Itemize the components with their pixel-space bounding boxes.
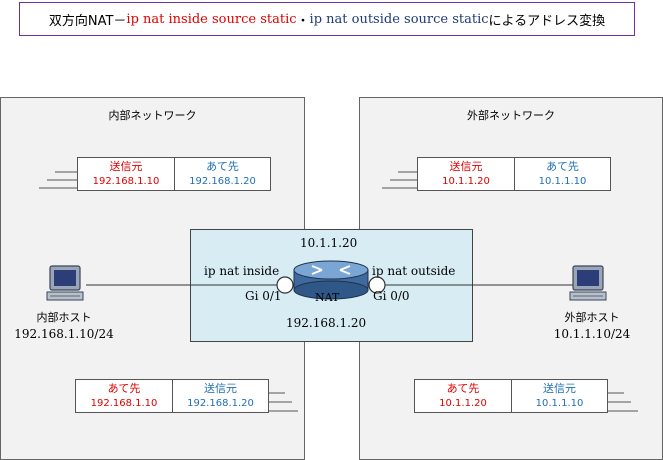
packet-dest-header: あて先 — [546, 160, 579, 173]
packet-source-value: 192.168.1.10 — [92, 176, 160, 187]
inside-host-pc-icon — [46, 265, 84, 301]
outside-return-packet: あて先 10.1.1.20 送信元 10.1.1.10 — [414, 379, 608, 413]
packet-dest-value: 10.1.1.20 — [439, 398, 487, 409]
inside-network-label: 内部ネットワーク — [108, 109, 197, 122]
inside-host-ip: 192.168.1.10/24 — [14, 327, 114, 341]
inside-interface-label: Gi 0/1 — [245, 289, 282, 303]
outside-host-name: 外部ホスト — [564, 311, 620, 324]
inside-nat-command: ip nat inside — [204, 264, 280, 278]
title-cmd-outside: ip nat outside source static — [309, 11, 489, 27]
title-separator: ・ — [296, 13, 310, 29]
title-cmd-inside: ip nat inside source static — [126, 11, 297, 27]
outside-outgoing-packet: 送信元 10.1.1.20 あて先 10.1.1.10 — [417, 157, 611, 191]
diagram-title: 双方向NAT－ ip nat inside source static ・ ip… — [19, 2, 635, 36]
packet-source-header: 送信元 — [543, 382, 576, 395]
packet-dest-value: 192.168.1.10 — [90, 398, 158, 409]
packet-dest-header: あて先 — [446, 382, 480, 395]
packet-source-header: 送信元 — [109, 160, 143, 173]
interface-gi00-icon — [368, 276, 386, 294]
packet-source-header: 送信元 — [204, 382, 237, 395]
packet-source-value: 192.168.1.20 — [187, 398, 254, 409]
packet-dest-value: 10.1.1.10 — [538, 176, 587, 187]
router-top-ip: 10.1.1.20 — [300, 236, 358, 250]
packet-dest-header: あて先 — [107, 382, 141, 395]
outside-interface-label: Gi 0/0 — [373, 289, 410, 303]
router-bottom-ip: 192.168.1.20 — [286, 316, 367, 330]
outside-network-label: 外部ネットワーク — [467, 109, 555, 122]
packet-source-value: 10.1.1.10 — [535, 398, 584, 409]
outside-host-label: 外部ホスト 10.1.1.10/24 — [532, 310, 652, 342]
interface-gi01-icon — [276, 276, 294, 294]
inside-outgoing-packet: 送信元 192.168.1.10 あて先 192.168.1.20 — [77, 157, 271, 191]
packet-dest-header: あて先 — [206, 160, 239, 173]
packet-source-value: 10.1.1.20 — [442, 176, 490, 187]
outside-host-ip: 10.1.1.10/24 — [553, 327, 631, 341]
packet-dest-value: 192.168.1.20 — [189, 176, 256, 187]
inside-host-label: 内部ホスト 192.168.1.10/24 — [4, 310, 124, 342]
router-label: NAT — [315, 291, 340, 304]
inside-return-packet: あて先 192.168.1.10 送信元 192.168.1.20 — [75, 379, 269, 413]
router-icon — [293, 260, 369, 300]
outside-nat-command: ip nat outside — [372, 264, 456, 278]
inside-host-name: 内部ホスト — [36, 311, 92, 324]
title-part1: 双方向NAT－ — [48, 13, 127, 29]
outside-host-pc-icon — [569, 265, 607, 301]
title-part2: によるアドレス変換 — [488, 13, 606, 29]
packet-source-header: 送信元 — [449, 160, 483, 173]
